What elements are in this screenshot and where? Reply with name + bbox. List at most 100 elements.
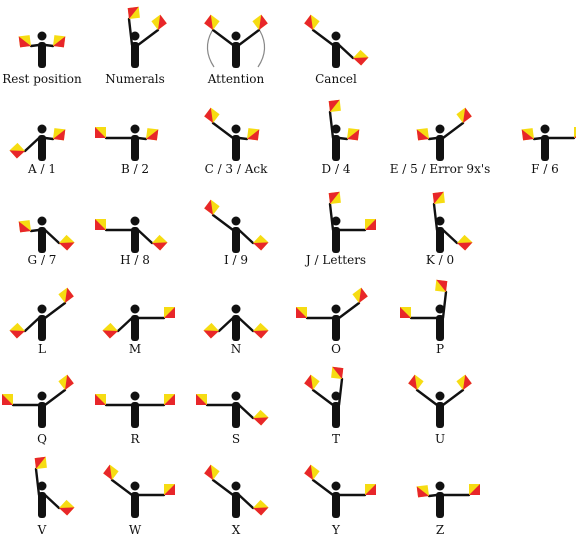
- figure-head: [232, 392, 241, 401]
- left-arm: [219, 318, 233, 331]
- left-flag: [95, 219, 106, 230]
- right-flag: [164, 307, 175, 318]
- signal-figure: [296, 288, 368, 341]
- signal-figure: [196, 392, 269, 429]
- right-arm: [138, 230, 152, 243]
- figure-head: [436, 482, 445, 491]
- left-flag: [19, 220, 31, 232]
- signal-figure: [95, 392, 175, 429]
- signal-figure: [417, 482, 480, 519]
- right-arm: [45, 138, 53, 139]
- figure-head: [38, 217, 47, 226]
- right-flag: [146, 128, 158, 140]
- left-flag: [204, 323, 220, 339]
- left-flag: [10, 323, 26, 339]
- right-flag: [365, 219, 376, 230]
- right-arm: [339, 303, 359, 318]
- left-arm: [213, 123, 233, 138]
- right-arm: [239, 230, 253, 243]
- right-flag: [352, 288, 367, 303]
- signal-figure: [204, 15, 268, 68]
- figure-head: [436, 392, 445, 401]
- right-flag: [365, 484, 376, 495]
- signal-label: K / 0: [370, 253, 510, 267]
- right-flag: [152, 235, 168, 251]
- left-arm: [330, 112, 333, 138]
- signal-label: U: [370, 432, 510, 446]
- right-flag: [456, 108, 471, 123]
- left-flag: [304, 15, 319, 30]
- figure-head: [232, 32, 241, 41]
- right-flag: [247, 128, 259, 140]
- left-flag: [196, 394, 207, 405]
- right-arm: [239, 30, 259, 45]
- left-flag: [417, 128, 429, 140]
- figure-head: [541, 125, 550, 134]
- left-arm: [25, 138, 39, 151]
- left-flag: [35, 457, 47, 469]
- right-arm: [45, 230, 59, 243]
- left-arm: [429, 138, 437, 139]
- signal-figure: [204, 108, 259, 161]
- signal-figure: [400, 280, 447, 341]
- right-arm: [239, 318, 253, 331]
- left-arm: [534, 138, 542, 139]
- left-flag: [304, 465, 319, 480]
- left-flag: [329, 192, 341, 204]
- signal-label: P: [370, 342, 510, 356]
- left-arm: [313, 480, 333, 495]
- left-flag: [408, 375, 423, 390]
- signal-label: F / 6: [475, 162, 576, 176]
- left-arm: [31, 230, 39, 231]
- left-arm: [434, 204, 437, 230]
- signal-figure: [2, 375, 74, 428]
- left-flag: [95, 127, 106, 138]
- right-arm: [443, 123, 463, 138]
- signal-figure: [204, 200, 268, 253]
- right-flag: [469, 484, 480, 495]
- signal-figure: [19, 217, 75, 254]
- left-arm: [31, 45, 39, 46]
- left-arm: [112, 480, 132, 495]
- figure-head: [332, 32, 341, 41]
- signal-figure: [304, 15, 368, 68]
- left-flag: [204, 465, 219, 480]
- right-arm: [443, 292, 446, 318]
- right-arm: [45, 495, 59, 508]
- right-flag: [353, 50, 369, 66]
- right-arm: [239, 495, 253, 508]
- figure-head: [38, 32, 47, 41]
- right-flag: [253, 235, 269, 251]
- left-flag: [2, 394, 13, 405]
- right-arm: [45, 45, 53, 46]
- left-flag: [304, 375, 319, 390]
- signal-figure: [10, 125, 66, 162]
- signal-figure: [95, 125, 158, 162]
- right-flag: [59, 500, 75, 516]
- right-arm: [443, 230, 457, 243]
- signal-figure: [10, 288, 74, 341]
- signal-figure: [408, 375, 472, 428]
- right-flag: [53, 128, 65, 140]
- signal-figure: [95, 217, 168, 254]
- right-flag: [253, 500, 269, 516]
- left-arm: [129, 19, 132, 45]
- left-flag: [417, 485, 429, 497]
- figure-head: [38, 392, 47, 401]
- right-flag: [58, 375, 73, 390]
- signal-figure: [329, 192, 376, 253]
- signal-figure: [204, 305, 269, 342]
- right-flag: [456, 375, 471, 390]
- figure-head: [332, 482, 341, 491]
- right-arm: [138, 30, 158, 45]
- left-arm: [417, 390, 437, 405]
- right-flag: [53, 35, 65, 47]
- signal-figure: [433, 192, 473, 253]
- right-flag: [151, 15, 166, 30]
- left-flag: [204, 200, 219, 215]
- right-arm: [339, 379, 342, 405]
- left-flag: [400, 307, 411, 318]
- signal-figure: [204, 465, 268, 518]
- left-flag: [296, 307, 307, 318]
- right-arm: [45, 390, 65, 405]
